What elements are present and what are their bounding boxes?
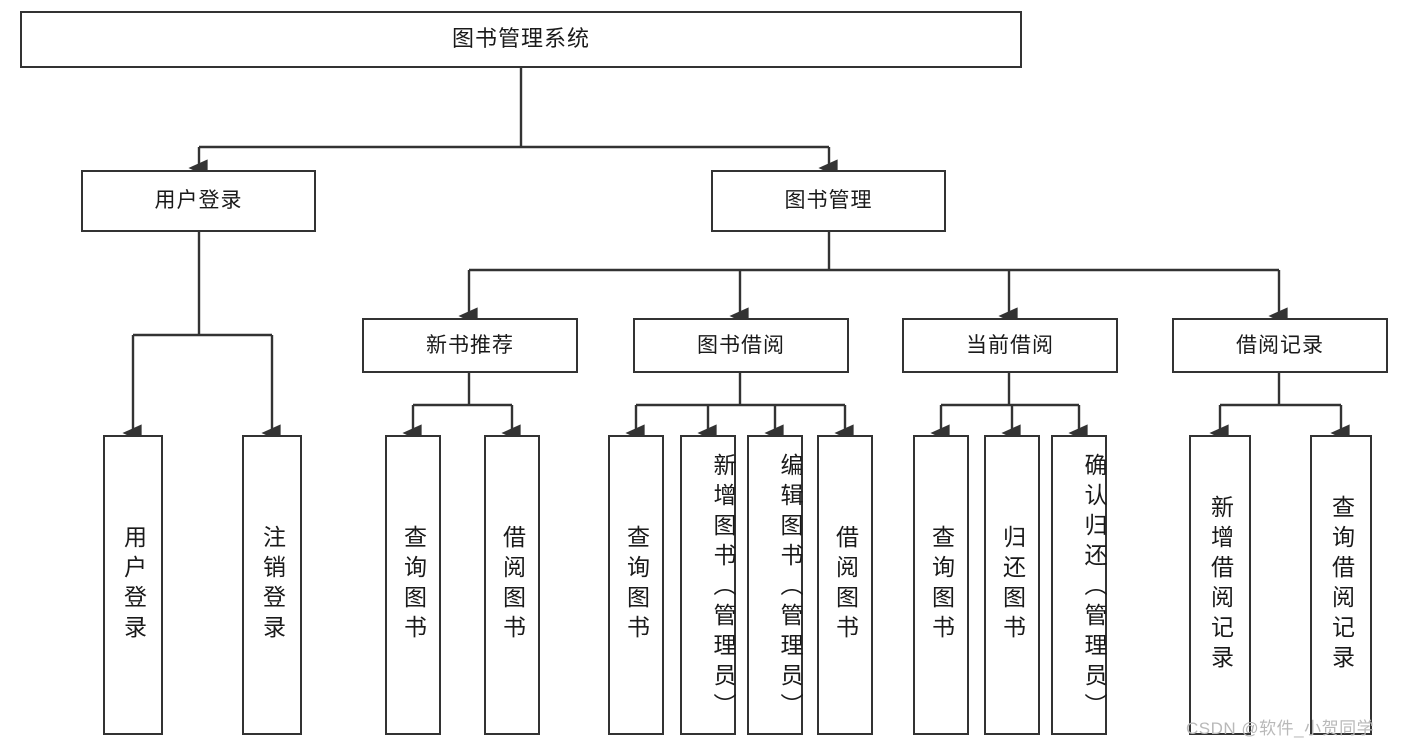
- leaf-edit-book-admin[interactable]: 编辑图书（管理员）: [747, 435, 803, 735]
- leaf-query-book-borrow[interactable]: 查询图书: [608, 435, 664, 735]
- csdn-watermark: CSDN @软件_小贺同学: [1186, 719, 1375, 738]
- leaf-query-borrow-record[interactable]: 查询借阅记录: [1310, 435, 1372, 735]
- leaf-add-book-admin[interactable]: 新增图书（管理员）: [680, 435, 736, 735]
- leaf-query-book-recommend[interactable]: 查询图书: [385, 435, 441, 735]
- leaf-return-book[interactable]: 归还图书: [984, 435, 1040, 735]
- leaf-user-login[interactable]: 用户登录: [103, 435, 163, 735]
- leaf-add-borrow-record[interactable]: 新增借阅记录: [1189, 435, 1251, 735]
- node-borrow-record[interactable]: 借阅记录: [1172, 318, 1388, 373]
- leaf-borrow-book-recommend[interactable]: 借阅图书: [484, 435, 540, 735]
- leaf-borrow-book[interactable]: 借阅图书: [817, 435, 873, 735]
- node-root-book-management-system[interactable]: 图书管理系统: [20, 11, 1022, 68]
- node-user-login[interactable]: 用户登录: [81, 170, 316, 232]
- node-new-book-recommend[interactable]: 新书推荐: [362, 318, 578, 373]
- node-book-management[interactable]: 图书管理: [711, 170, 946, 232]
- node-current-borrow[interactable]: 当前借阅: [902, 318, 1118, 373]
- leaf-logout-login[interactable]: 注销登录: [242, 435, 302, 735]
- leaf-query-book-current[interactable]: 查询图书: [913, 435, 969, 735]
- leaf-confirm-return-admin[interactable]: 确认归还（管理员）: [1051, 435, 1107, 735]
- node-book-borrow[interactable]: 图书借阅: [633, 318, 849, 373]
